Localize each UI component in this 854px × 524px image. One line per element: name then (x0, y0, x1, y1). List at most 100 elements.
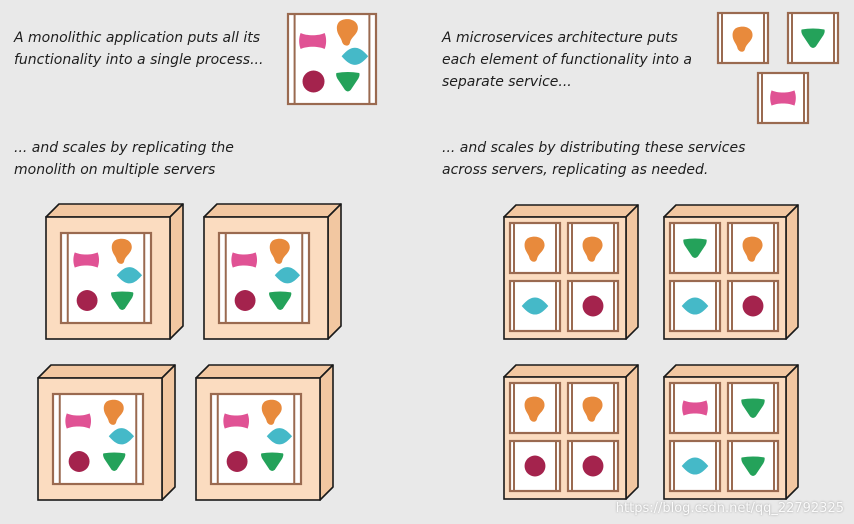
caption-line: monolith on multiple servers (14, 162, 216, 178)
microservices-intro-caption: A microservices architecture puts each e… (442, 27, 692, 93)
monolith-process (51, 392, 145, 486)
server-top-face (503, 204, 639, 218)
teal-diamond-shape (681, 457, 709, 475)
orange-blob-shape (732, 26, 753, 52)
caption-line: ... and scales by replicating the (14, 140, 234, 156)
service-box (726, 221, 780, 275)
service-box (668, 381, 722, 435)
service-box (508, 221, 562, 275)
service-box (566, 381, 620, 435)
caption-line: separate service... (442, 74, 572, 90)
crimson-circle-shape (524, 455, 546, 477)
microservice-server (663, 204, 799, 340)
server-side-face (625, 204, 639, 340)
orange-blob-shape (111, 238, 132, 264)
green-triangle-shape (336, 72, 360, 92)
monolith-server (195, 364, 334, 501)
service-box (668, 221, 722, 275)
orange-blob-shape (269, 238, 290, 264)
caption-line: A monolithic application puts all its (14, 30, 260, 46)
caption-line: A microservices architecture puts (442, 30, 678, 46)
green-triangle-shape (741, 456, 765, 476)
server-side-face (161, 364, 176, 501)
server-side-face (785, 364, 799, 500)
orange-blob-shape (582, 236, 603, 262)
service-box (566, 221, 620, 275)
pink-bow-shape (223, 413, 250, 429)
monolith-server (37, 364, 176, 501)
monolith-process (217, 231, 311, 325)
green-triangle-shape (801, 28, 825, 48)
teal-diamond-shape (681, 297, 709, 315)
green-triangle-shape (103, 452, 126, 471)
service-box (786, 11, 840, 65)
crimson-circle-shape (582, 455, 604, 477)
microservice-server (503, 364, 639, 500)
monolith-scale-caption: ... and scales by replicating the monoli… (14, 137, 234, 181)
monolith-server (203, 203, 342, 340)
monolith-process (286, 12, 378, 106)
service-box (726, 279, 780, 333)
server-side-face (785, 204, 799, 340)
caption-line: ... and scales by distributing these ser… (442, 140, 746, 156)
teal-diamond-shape (266, 428, 293, 445)
crimson-circle-shape (68, 451, 90, 472)
server-side-face (625, 364, 639, 500)
teal-diamond-shape (274, 267, 301, 284)
service-box (566, 439, 620, 493)
server-side-face (169, 203, 184, 340)
orange-blob-shape (742, 236, 763, 262)
crimson-circle-shape (234, 290, 256, 311)
orange-blob-shape (261, 399, 282, 425)
service-box (508, 381, 562, 435)
service-box (508, 279, 562, 333)
server-side-face (327, 203, 342, 340)
server-top-face (663, 204, 799, 218)
green-triangle-shape (269, 291, 292, 310)
service-box (668, 439, 722, 493)
orange-blob-shape (524, 396, 545, 422)
orange-blob-shape (103, 399, 124, 425)
watermark: https://blog.csdn.net/qq_22792325 (615, 501, 844, 516)
service-box (508, 439, 562, 493)
pink-bow-shape (65, 413, 92, 429)
server-top-face (37, 364, 176, 379)
green-triangle-shape (683, 238, 707, 258)
microservices-scale-caption: ... and scales by distributing these ser… (442, 137, 745, 181)
service-box (726, 439, 780, 493)
pink-bow-shape (299, 33, 327, 49)
teal-diamond-shape (521, 297, 549, 315)
caption-line: across servers, replicating as needed. (442, 162, 709, 178)
service-box (726, 381, 780, 435)
monolith-process (59, 231, 153, 325)
crimson-circle-shape (302, 70, 325, 93)
teal-diamond-shape (108, 428, 135, 445)
teal-diamond-shape (116, 267, 143, 284)
server-top-face (503, 364, 639, 378)
green-triangle-shape (111, 291, 134, 310)
crimson-circle-shape (226, 451, 248, 472)
teal-diamond-shape (341, 47, 369, 65)
server-top-face (195, 364, 334, 379)
caption-line: each element of functionality into a (442, 52, 692, 68)
pink-bow-shape (231, 252, 258, 268)
microservice-server (663, 364, 799, 500)
orange-blob-shape (582, 396, 603, 422)
server-side-face (319, 364, 334, 501)
service-box (668, 279, 722, 333)
orange-blob-shape (336, 19, 358, 46)
pink-bow-shape (73, 252, 100, 268)
service-box (756, 71, 810, 125)
monolith-process (209, 392, 303, 486)
server-top-face (203, 203, 342, 218)
crimson-circle-shape (582, 295, 604, 317)
crimson-circle-shape (742, 295, 764, 317)
server-top-face (663, 364, 799, 378)
crimson-circle-shape (76, 290, 98, 311)
service-box (716, 11, 770, 65)
pink-bow-shape (682, 400, 708, 416)
monolith-intro-caption: A monolithic application puts all its fu… (14, 27, 263, 71)
service-box (566, 279, 620, 333)
server-top-face (45, 203, 184, 218)
